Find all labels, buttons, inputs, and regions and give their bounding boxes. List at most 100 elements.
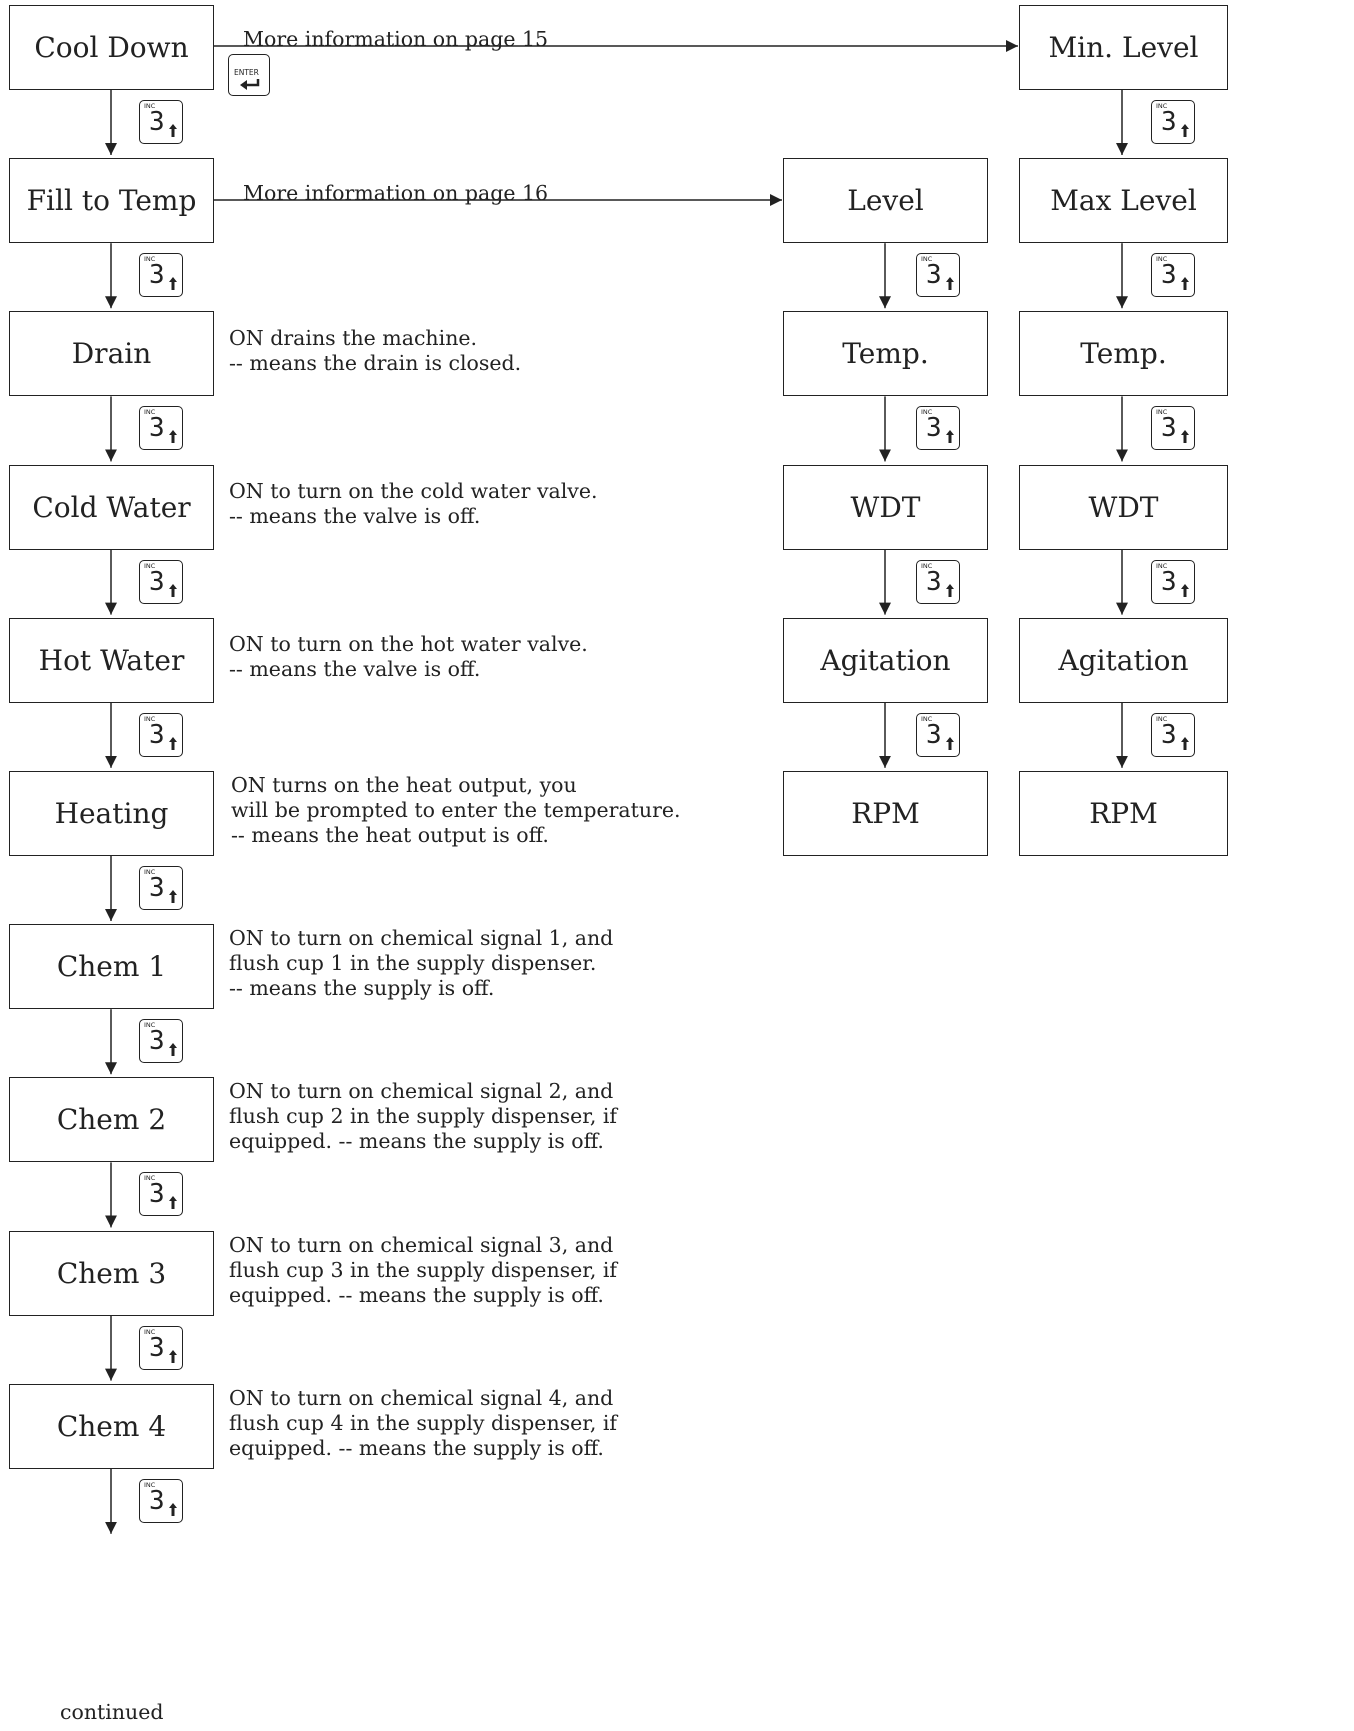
menu-box-chem-3[interactable]: Chem 3 [9, 1230, 214, 1316]
menu-box-chem-1[interactable]: Chem 1 [9, 924, 214, 1010]
cool-box-min-level[interactable]: Min. Level [1019, 5, 1228, 90]
cool-box-wdt[interactable]: WDT [1019, 464, 1228, 550]
inc-key-digit: 3 [926, 413, 942, 444]
inc-key-label: INC [144, 408, 156, 417]
inc-key-label: INC [1156, 714, 1168, 723]
menu-box-chem-4[interactable]: Chem 4 [9, 1383, 214, 1469]
up-arrow-icon [1181, 583, 1189, 597]
description-line: ON to turn on chemical signal 3, and [229, 1232, 614, 1257]
inc-key-digit: 3 [1161, 719, 1177, 750]
description-line: flush cup 3 in the supply dispenser, if [229, 1257, 618, 1282]
menu-box-heating[interactable]: Heating [9, 771, 214, 856]
inc-key-digit: 3 [926, 260, 942, 291]
up-arrow-icon [946, 583, 954, 597]
up-arrow-icon [169, 583, 177, 597]
up-arrow-icon [169, 430, 177, 444]
up-arrow-icon [169, 1043, 177, 1057]
description-line: ON turns on the heat output, you [231, 773, 577, 797]
inc-key-label: INC [144, 1021, 156, 1030]
up-arrow-icon [169, 277, 177, 291]
description-line: -- means the drain is closed. [229, 350, 522, 375]
inc-key-label: INC [921, 561, 933, 570]
cool-box-max-level[interactable]: Max Level [1019, 158, 1228, 244]
menu-box-cool-down[interactable]: Cool Down [9, 5, 214, 90]
description-line: flush cup 1 in the supply dispenser. [229, 951, 597, 976]
inc-key-label: INC [144, 102, 156, 110]
menu-box-cold-water[interactable]: Cold Water [9, 464, 214, 550]
up-arrow-icon [1181, 124, 1189, 137]
inc-key-label: INC [144, 868, 156, 876]
cool-box-temp[interactable]: Temp. [1019, 311, 1228, 397]
inc-key-digit: 3 [149, 873, 165, 903]
description-line: -- means the supply is off. [229, 976, 495, 1001]
menu-box-chem-2[interactable]: Chem 2 [9, 1077, 214, 1163]
description-line: flush cup 4 in the supply dispenser, if [229, 1410, 618, 1435]
up-arrow-icon [1181, 430, 1189, 444]
inc-key-label: INC [1156, 255, 1168, 264]
inc-key-label: INC [921, 408, 933, 417]
menu-box-drain[interactable]: Drain [9, 311, 214, 397]
description-cold-water: ON to turn on the cold water valve.-- me… [229, 479, 598, 529]
inc-key-digit: 3 [149, 719, 165, 750]
up-arrow-icon [169, 1196, 177, 1210]
up-arrow-icon [169, 890, 177, 903]
description-line: ON to turn on the cold water valve. [229, 479, 598, 504]
inc-key-label: INC [1156, 408, 1168, 417]
description-line: equipped. -- means the supply is off. [229, 1129, 604, 1154]
cool-box-rpm[interactable]: RPM [1019, 771, 1228, 856]
up-arrow-icon [169, 1502, 177, 1516]
inc-key-digit: 3 [926, 719, 942, 750]
fill-box-temp[interactable]: Temp. [783, 311, 988, 397]
fill-box-rpm[interactable]: RPM [783, 771, 988, 856]
menu-box-hot-water[interactable]: Hot Water [9, 617, 214, 703]
inc-key-digit: 3 [149, 1332, 165, 1363]
description-line: equipped. -- means the supply is off. [229, 1282, 604, 1307]
up-arrow-icon [169, 1349, 177, 1363]
description-line: -- means the valve is off. [229, 504, 481, 529]
description-line: -- means the valve is off. [229, 657, 481, 682]
continued-label: continued [60, 1700, 164, 1724]
description-line: ON to turn on the hot water valve. [229, 632, 588, 657]
enter-key-label: ENTER [234, 68, 259, 77]
fill-box-agitation[interactable]: Agitation [783, 617, 988, 703]
inc-key-digit: 3 [149, 566, 165, 597]
inc-key-label: INC [921, 714, 933, 723]
inc-key-digit: 3 [926, 566, 942, 597]
cool-box-agitation[interactable]: Agitation [1019, 617, 1228, 703]
fill-box-level[interactable]: Level [783, 158, 988, 244]
fill-box-wdt[interactable]: WDT [783, 464, 988, 550]
inc-key-label: INC [144, 714, 156, 723]
description-line: ON to turn on chemical signal 1, and [229, 926, 614, 951]
inc-key-label: INC [144, 255, 156, 264]
up-arrow-icon [946, 430, 954, 444]
inc-key-digit: 3 [1161, 566, 1177, 597]
cool-down-info-text: More information on page 15 [243, 27, 549, 51]
menu-box-fill-to-temp[interactable]: Fill to Temp [9, 158, 214, 244]
inc-key-label: INC [1156, 102, 1168, 110]
inc-key-digit: 3 [149, 260, 165, 291]
description-line: will be prompted to enter the temperatur… [231, 798, 681, 822]
description-line: ON to turn on chemical signal 4, and [229, 1385, 614, 1410]
